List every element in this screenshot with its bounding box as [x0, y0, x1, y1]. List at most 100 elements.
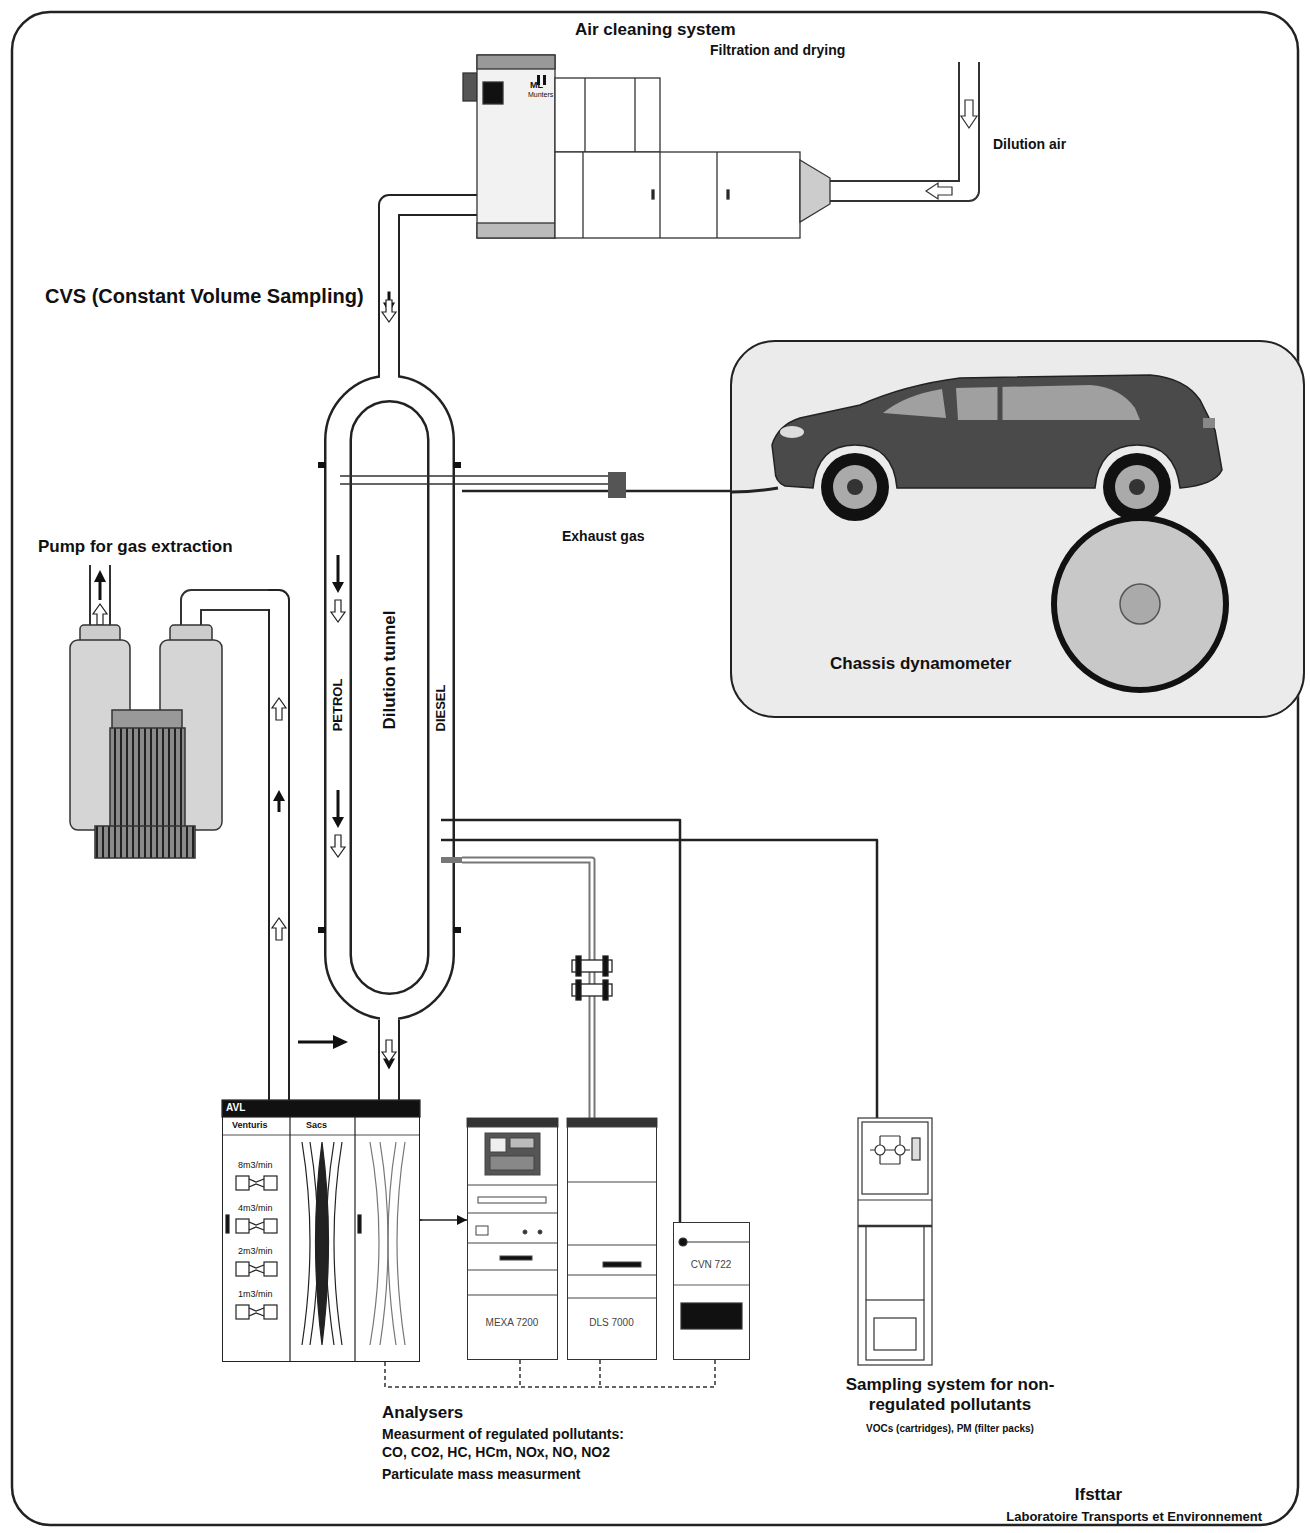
car-drawing: [732, 488, 778, 492]
connector: [383, 1020, 395, 1100]
cvs-pipe-arrows: [382, 1040, 396, 1062]
air-cleaning-unit-drawing: [716, 152, 717, 238]
node-text: Chassis dynamometer: [830, 654, 1011, 674]
dilution-tunnel-drawing: [380, 370, 398, 394]
dilution-tunnel-drawing: [380, 997, 398, 1023]
dilution-tunnel-drawing: [318, 927, 326, 933]
avl-cabinet-drawing: [289, 1117, 290, 1362]
cvn-cabinet-drawing: [686, 1241, 750, 1242]
node-text: 1m3/min: [238, 1289, 273, 1300]
dilution-tunnel-drawing: [338, 389, 441, 1007]
pump-drawing: [95, 826, 195, 858]
connector-line: [389, 205, 477, 380]
outer-frame: [12, 12, 1298, 1525]
pump-drawing: [112, 710, 182, 730]
mexa-cabinet-drawing: [510, 1138, 534, 1148]
filter-symbol: [576, 980, 581, 1000]
car-drawing: [1115, 465, 1159, 509]
dashed-bracket: [385, 1360, 715, 1387]
connector: [420, 1215, 467, 1225]
dilution-tunnel-drawing: [453, 927, 461, 933]
node-text: MEXA 7200: [468, 1317, 556, 1329]
roller-drawing: [1054, 518, 1226, 690]
mexa-cabinet-drawing: [538, 1230, 542, 1234]
node-text: AVL: [226, 1102, 245, 1114]
dashed-bracket: [385, 1360, 715, 1387]
caption-label: Laboratoire Transports et Environnement: [1006, 1509, 1262, 1525]
sampling-cabinet-drawing: [865, 1226, 866, 1300]
avl-cabinet-drawing: [226, 1215, 229, 1233]
avl-cabinet-drawing: [354, 1117, 355, 1362]
dilution-tunnel-drawing: [318, 462, 326, 468]
mexa-cabinet-drawing: [523, 1230, 527, 1234]
air-cleaning-unit-drawing: [477, 55, 555, 238]
car-drawing: [732, 375, 1222, 521]
sampling-cabinet-drawing: [862, 1122, 928, 1194]
filter-symbol: [603, 956, 608, 976]
car-drawing: [833, 465, 877, 509]
node-text: Venturis: [232, 1120, 268, 1131]
car-drawing: [1103, 453, 1171, 521]
sampling-cabinet-drawing: [858, 1118, 932, 1365]
caption-label: Particulate mass measurment: [382, 1466, 580, 1484]
node-text: Munters: [528, 91, 553, 99]
pump-drawing: [93, 604, 107, 625]
dilution-tunnel-drawing: [338, 389, 441, 1007]
chassis-panel-fill: [730, 340, 1305, 718]
pump-drawing: [110, 728, 185, 838]
air-cleaning-unit-drawing: [555, 152, 800, 238]
connector-line: [462, 840, 877, 1118]
avl-cabinet-drawing: [222, 1100, 420, 1117]
pump-drawing: [91, 563, 109, 630]
avl-cabinet-drawing: [334, 1142, 342, 1345]
avl-cabinet-drawing: [264, 1176, 277, 1190]
avl-cabinet-drawing: [249, 1222, 264, 1230]
analyser-cabinet: DLS 7000: [567, 1118, 657, 1360]
dashed-bracket: [519, 1360, 521, 1387]
node-text: 4m3/min: [238, 1203, 273, 1214]
node-text: Air cleaning system: [575, 20, 736, 40]
dashed-bracket: [599, 1360, 601, 1387]
dilution-tunnel-drawing: [331, 835, 345, 857]
car-drawing: [821, 453, 889, 521]
cvn-cabinet-drawing: [681, 1303, 742, 1329]
dilution-air-duct: [826, 60, 977, 199]
node-text: Sacs: [306, 1120, 327, 1131]
cvn-cabinet-drawing: [679, 1238, 687, 1246]
cvn-cabinet-drawing: [673, 1238, 750, 1329]
connector-line: [462, 820, 680, 1222]
mexa-cabinet-drawing: [467, 1118, 558, 1127]
node-text: ML: [530, 80, 543, 91]
car-drawing: [847, 479, 863, 495]
car-drawing: [883, 389, 946, 418]
dls-cabinet-drawing: [567, 1118, 657, 1298]
sampling-system: Sampling system for non-regulated pollut…: [825, 1118, 1075, 1448]
air-cleaning-unit-drawing: [543, 75, 546, 85]
car-drawing: [1203, 418, 1215, 428]
dilution-air-duct: [826, 60, 969, 191]
avl-cabinet-drawing: [249, 1179, 264, 1187]
dls-cabinet-drawing: [567, 1275, 657, 1276]
air-cleaning-unit-drawing: [477, 223, 555, 238]
sampling-cabinet-drawing: [895, 1145, 905, 1155]
sampling-cabinet-drawing: [858, 1199, 932, 1200]
cvs-pipe-arrows: [382, 300, 396, 322]
node-text: 8m3/min: [238, 1160, 273, 1171]
avl-cabinet-drawing: [236, 1262, 249, 1276]
node-text: Filtration and drying: [710, 42, 845, 59]
cvs-cabinet: AVLVenturisSacs8m3/min4m3/min2m3/min1m3/…: [222, 1100, 420, 1362]
air-cleaning-unit-drawing: [584, 78, 585, 152]
air-cleaning-unit-drawing: [483, 82, 503, 104]
roller-drawing: [1120, 584, 1160, 624]
sampling-cabinet-drawing: [858, 1225, 932, 1228]
node-text: DLS 7000: [568, 1317, 655, 1329]
dls-cabinet-drawing: [567, 1245, 657, 1246]
dilution-tunnel-drawing: [441, 819, 462, 822]
flow-arrow: [298, 1041, 335, 1044]
dilution-air-duct: [826, 62, 969, 191]
mexa-cabinet-drawing: [467, 1243, 558, 1244]
node-text: Sampling system for non-regulated pollut…: [825, 1375, 1075, 1416]
avl-cabinet-drawing: [236, 1176, 249, 1190]
avl-cabinet-drawing: [264, 1219, 277, 1233]
mexa-cabinet-drawing: [467, 1295, 558, 1296]
